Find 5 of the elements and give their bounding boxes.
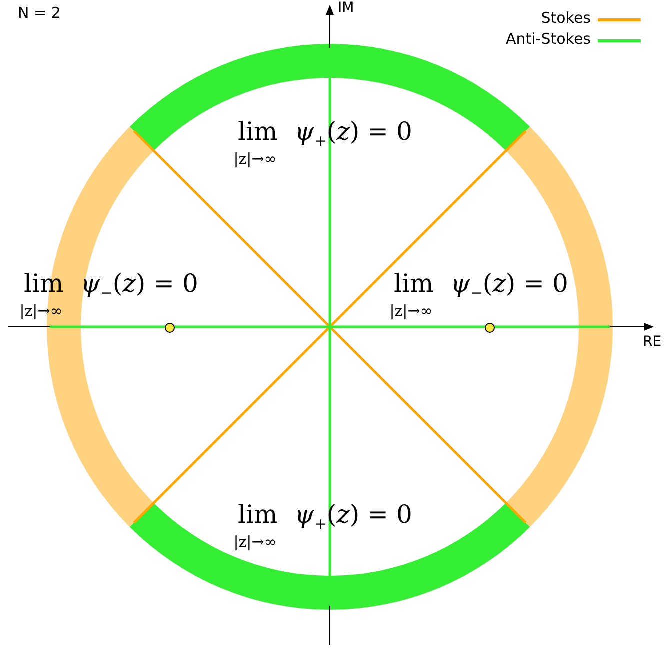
axis-label: RE [643,334,662,350]
legend-label: Anti-Stokes [506,30,591,48]
axis-label: IM [338,0,354,16]
legend-label: Stokes [541,9,591,27]
plot-label: N = 2 [18,4,61,22]
